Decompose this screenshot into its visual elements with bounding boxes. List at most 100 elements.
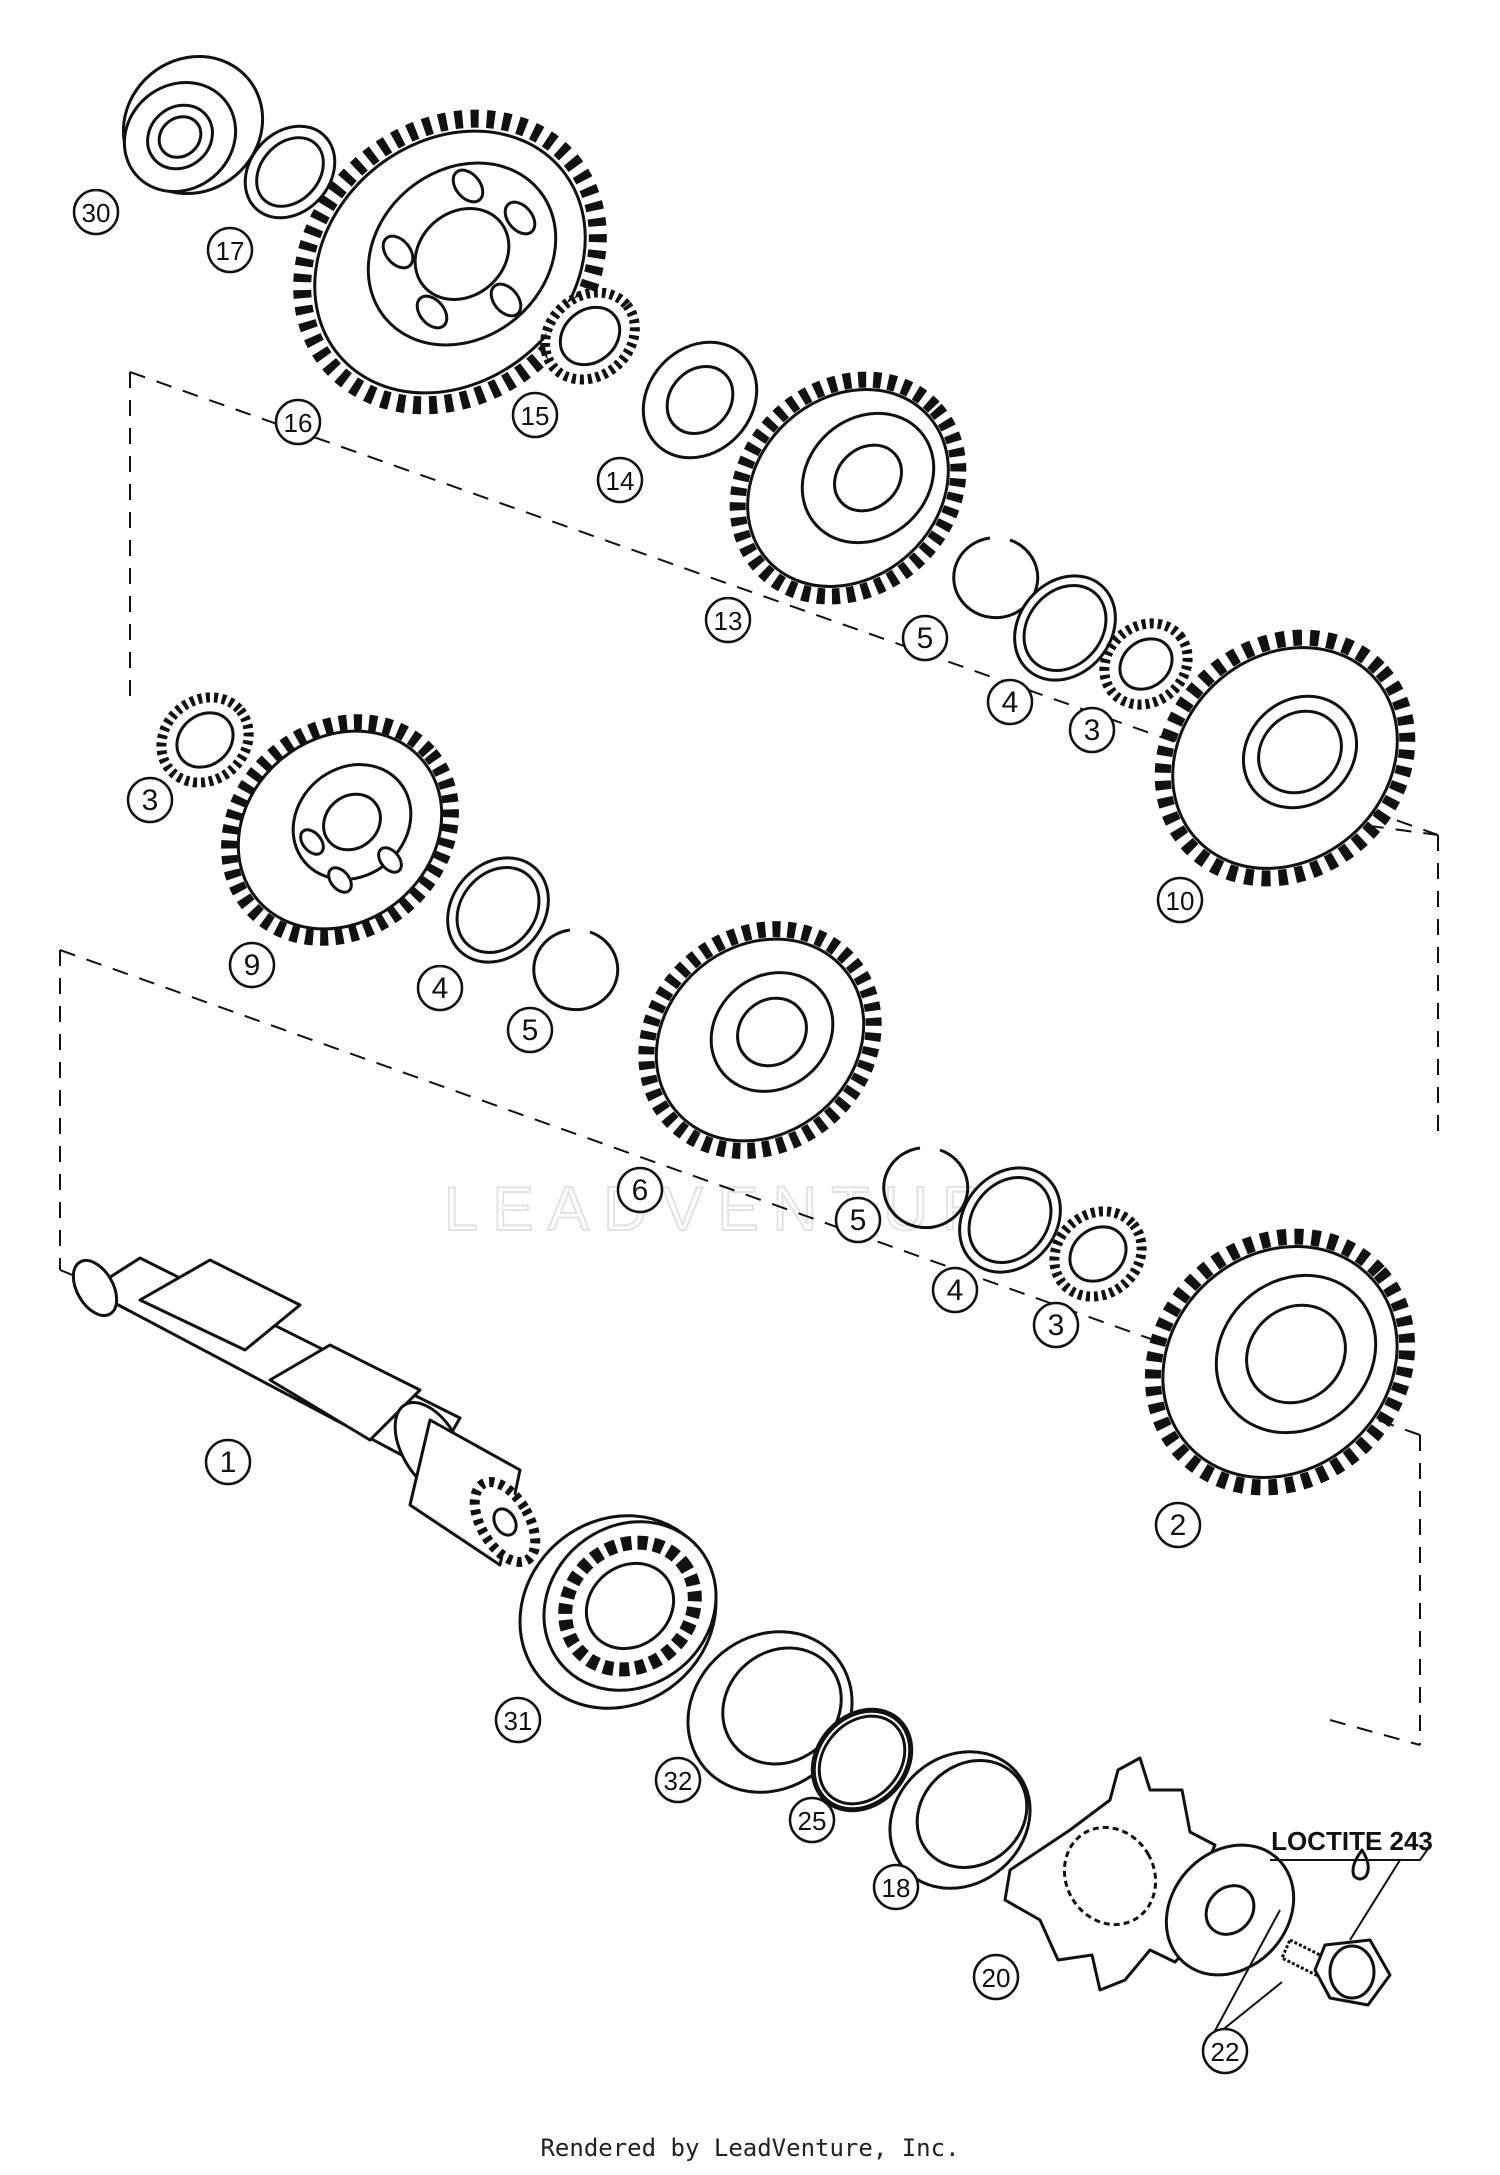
- callout-circle: [654, 1756, 702, 1804]
- callout-label: 30: [82, 198, 111, 228]
- callout-circle: [206, 226, 254, 274]
- callout-circle: [511, 391, 559, 439]
- gear-16: [293, 109, 607, 415]
- circlip-5c: [882, 1146, 970, 1230]
- callout-3: 3: [126, 776, 174, 824]
- callout-circle: [72, 188, 120, 236]
- callout-label: 5: [522, 1014, 539, 1047]
- roller-bearing-31: [518, 1514, 718, 1710]
- callout-10: 10: [1156, 876, 1204, 924]
- callout-circle: [1068, 706, 1116, 754]
- callout-label: 16: [284, 408, 313, 438]
- circlip-5b: [532, 928, 620, 1012]
- callout-circle: [228, 941, 276, 989]
- callout-label: 25: [798, 1806, 827, 1836]
- callout-25: 25: [788, 1796, 836, 1844]
- callout-label: 22: [1211, 2037, 1240, 2067]
- callout-label: 18: [882, 1873, 911, 1903]
- callout-17: 17: [206, 226, 254, 274]
- watermark: LEADVENTURE: [444, 1175, 1056, 1244]
- callout-circle: [872, 1863, 920, 1911]
- gear-13: [729, 371, 967, 605]
- footer-credit: Rendered by LeadVenture, Inc.: [540, 2134, 960, 2162]
- callout-label: 6: [632, 1174, 649, 1207]
- callout-30: 30: [72, 188, 120, 236]
- callout-label: 4: [1002, 686, 1019, 719]
- needle-bearing-3b: [156, 692, 254, 788]
- ball-bearing-30: [121, 54, 265, 196]
- callout-32: 32: [654, 1756, 702, 1804]
- callout-4: 4: [416, 964, 464, 1012]
- needle-bearing-15: [540, 287, 640, 385]
- callout-20: 20: [972, 1953, 1020, 2001]
- callout-label: 17: [216, 236, 245, 266]
- loctite-drop-icon: [1351, 1848, 1370, 1881]
- gear-10: [1154, 629, 1416, 887]
- callout-22: 22: [1201, 2027, 1249, 2075]
- callout-label: 5: [917, 622, 934, 655]
- callout-label: 5: [850, 1204, 867, 1237]
- callout-circle: [126, 776, 174, 824]
- callout-circle: [416, 964, 464, 1012]
- main-shaft-1: [71, 1256, 541, 1567]
- washer-4b: [446, 856, 550, 964]
- washer-17: [243, 124, 337, 220]
- callout-label: 2: [1170, 1509, 1187, 1542]
- gear-2: [1144, 1228, 1416, 1496]
- callout-circle: [972, 1953, 1020, 2001]
- bolt: [1280, 1938, 1392, 2007]
- callout-2: 2: [1154, 1501, 1202, 1549]
- callout-circle: [986, 678, 1034, 726]
- callout-5: 5: [506, 1006, 554, 1054]
- gear-9: [221, 714, 459, 946]
- needle-bearing-3c: [1049, 1206, 1147, 1302]
- callout-label: 9: [244, 949, 261, 982]
- callout-circle: [204, 1438, 252, 1486]
- callout-6: 6: [616, 1166, 664, 1214]
- callout-18: 18: [872, 1863, 920, 1911]
- callout-label: 3: [1084, 714, 1101, 747]
- callout-circle: [834, 1196, 882, 1244]
- loctite-note: LOCTITE 243: [1271, 1826, 1433, 1856]
- bushing-18: [888, 1750, 1032, 1890]
- callout-circle: [901, 614, 949, 662]
- callout-circle: [596, 456, 644, 504]
- washer-4a: [1013, 574, 1117, 682]
- callout-circle: [1032, 1301, 1080, 1349]
- callout-5: 5: [834, 1196, 882, 1244]
- sprocket-20: [1003, 1756, 1217, 1992]
- leader-lines: [1209, 1845, 1431, 2041]
- callout-1: 1: [204, 1438, 252, 1486]
- callout-3: 3: [1068, 706, 1116, 754]
- callout-circle: [1201, 2027, 1249, 2075]
- callout-circle: [931, 1266, 979, 1314]
- callout-4: 4: [986, 678, 1034, 726]
- washer-14: [641, 340, 759, 460]
- o-ring-25: [810, 1707, 914, 1813]
- callout-circle: [506, 1006, 554, 1054]
- gear-6: [638, 921, 882, 1159]
- seal-ring-32: [686, 1630, 854, 1794]
- callout-label: 31: [504, 1706, 533, 1736]
- callout-label: 4: [947, 1274, 964, 1307]
- callout-14: 14: [596, 456, 644, 504]
- circlip-5a: [952, 536, 1040, 620]
- callout-circle: [494, 1696, 542, 1744]
- callout-label: 4: [432, 972, 449, 1005]
- callout-circle: [788, 1796, 836, 1844]
- callout-label: 20: [982, 1963, 1011, 1993]
- callout-3: 3: [1032, 1301, 1080, 1349]
- callout-circle: [616, 1166, 664, 1214]
- needle-bearing-3a: [1099, 618, 1193, 710]
- callout-9: 9: [228, 941, 276, 989]
- callout-label: 3: [1048, 1309, 1065, 1342]
- callout-31: 31: [494, 1696, 542, 1744]
- callout-circle: [274, 398, 322, 446]
- callout-label: 13: [714, 606, 743, 636]
- callout-label: 32: [664, 1766, 693, 1796]
- callout-label: 15: [521, 401, 550, 431]
- callout-label: 10: [1166, 886, 1195, 916]
